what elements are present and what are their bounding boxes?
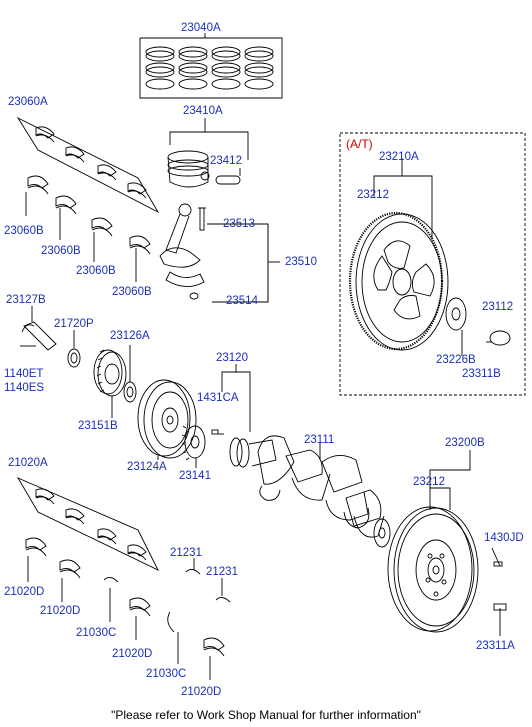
part-number-23060B-3[interactable]: 23060B (76, 265, 116, 277)
bearing-shells-lower (25, 175, 151, 282)
part-number-21020D-4[interactable]: 21020D (181, 686, 222, 698)
bearing-shells-upper (16, 116, 160, 214)
flywheel-manual (387, 450, 507, 636)
part-number-23060A[interactable]: 23060A (8, 96, 48, 108)
part-number-23226B[interactable]: 23226B (436, 354, 476, 366)
part-number-23212-automatic[interactable]: 23212 (357, 189, 389, 201)
part-number-23060B-4[interactable]: 23060B (112, 286, 152, 298)
part-number-23151B[interactable]: 23151B (78, 420, 118, 432)
footer-note: "Please refer to Work Shop Manual for fu… (111, 708, 421, 722)
part-number-23514[interactable]: 23514 (226, 295, 258, 307)
part-number-23040A[interactable]: 23040A (181, 22, 221, 34)
part-number-21020D-3[interactable]: 21020D (112, 648, 153, 660)
part-number-23111[interactable]: 23111 (304, 434, 335, 446)
part-number-23141[interactable]: 23141 (179, 470, 211, 482)
part-number-23126A[interactable]: 23126A (110, 330, 150, 342)
part-number-23060B-2[interactable]: 23060B (41, 245, 81, 257)
part-number-23210A[interactable]: 23210A (379, 151, 419, 163)
part-number-23311B[interactable]: 23311B (462, 368, 501, 380)
part-number-23112[interactable]: 23112 (482, 301, 514, 313)
timing-sprocket (181, 364, 251, 468)
part-number-1140ES[interactable]: 1140ES (4, 382, 45, 394)
part-number-1431CA[interactable]: 1431CA (197, 392, 239, 404)
part-number-23412[interactable]: 23412 (210, 155, 242, 167)
crank-pulley (93, 345, 137, 418)
automatic-transmission-box (339, 132, 526, 396)
automatic-transmission-label: (A/T) (346, 137, 373, 151)
drive-plate-automatic (348, 158, 511, 356)
part-number-1430JD[interactable]: 1430JD (484, 532, 524, 544)
part-number-23212-manual[interactable]: 23212 (413, 476, 445, 488)
crank-damper (137, 379, 197, 460)
part-number-23120[interactable]: 23120 (216, 352, 248, 364)
part-number-23127B[interactable]: 23127B (6, 294, 46, 306)
part-number-21020D-1[interactable]: 21020D (4, 586, 45, 598)
part-number-23311A[interactable]: 23311A (476, 640, 515, 652)
part-number-23124A[interactable]: 23124A (127, 461, 167, 473)
part-number-23410A[interactable]: 23410A (183, 105, 223, 117)
part-number-21030C-1[interactable]: 21030C (76, 627, 117, 639)
part-number-23200B[interactable]: 23200B (445, 437, 485, 449)
part-number-21030C-2[interactable]: 21030C (146, 668, 187, 680)
part-number-21720P[interactable]: 21720P (54, 318, 94, 330)
connecting-rod (159, 203, 280, 303)
part-number-21020A[interactable]: 21020A (8, 457, 48, 469)
part-number-23513[interactable]: 23513 (223, 218, 255, 230)
crankshaft (229, 435, 391, 548)
piston-assembly (167, 118, 249, 188)
part-number-1140ET[interactable]: 1140ET (4, 368, 44, 380)
main-bearing-shells (16, 477, 231, 680)
piston-ring-set (139, 33, 283, 99)
crank-bolt-and-seal (20, 306, 81, 368)
part-number-23060B-1[interactable]: 23060B (4, 225, 44, 237)
part-number-23510[interactable]: 23510 (285, 256, 317, 268)
part-number-21020D-2[interactable]: 21020D (40, 605, 81, 617)
part-number-21231-1[interactable]: 21231 (170, 547, 202, 559)
part-number-21231-2[interactable]: 21231 (206, 566, 238, 578)
